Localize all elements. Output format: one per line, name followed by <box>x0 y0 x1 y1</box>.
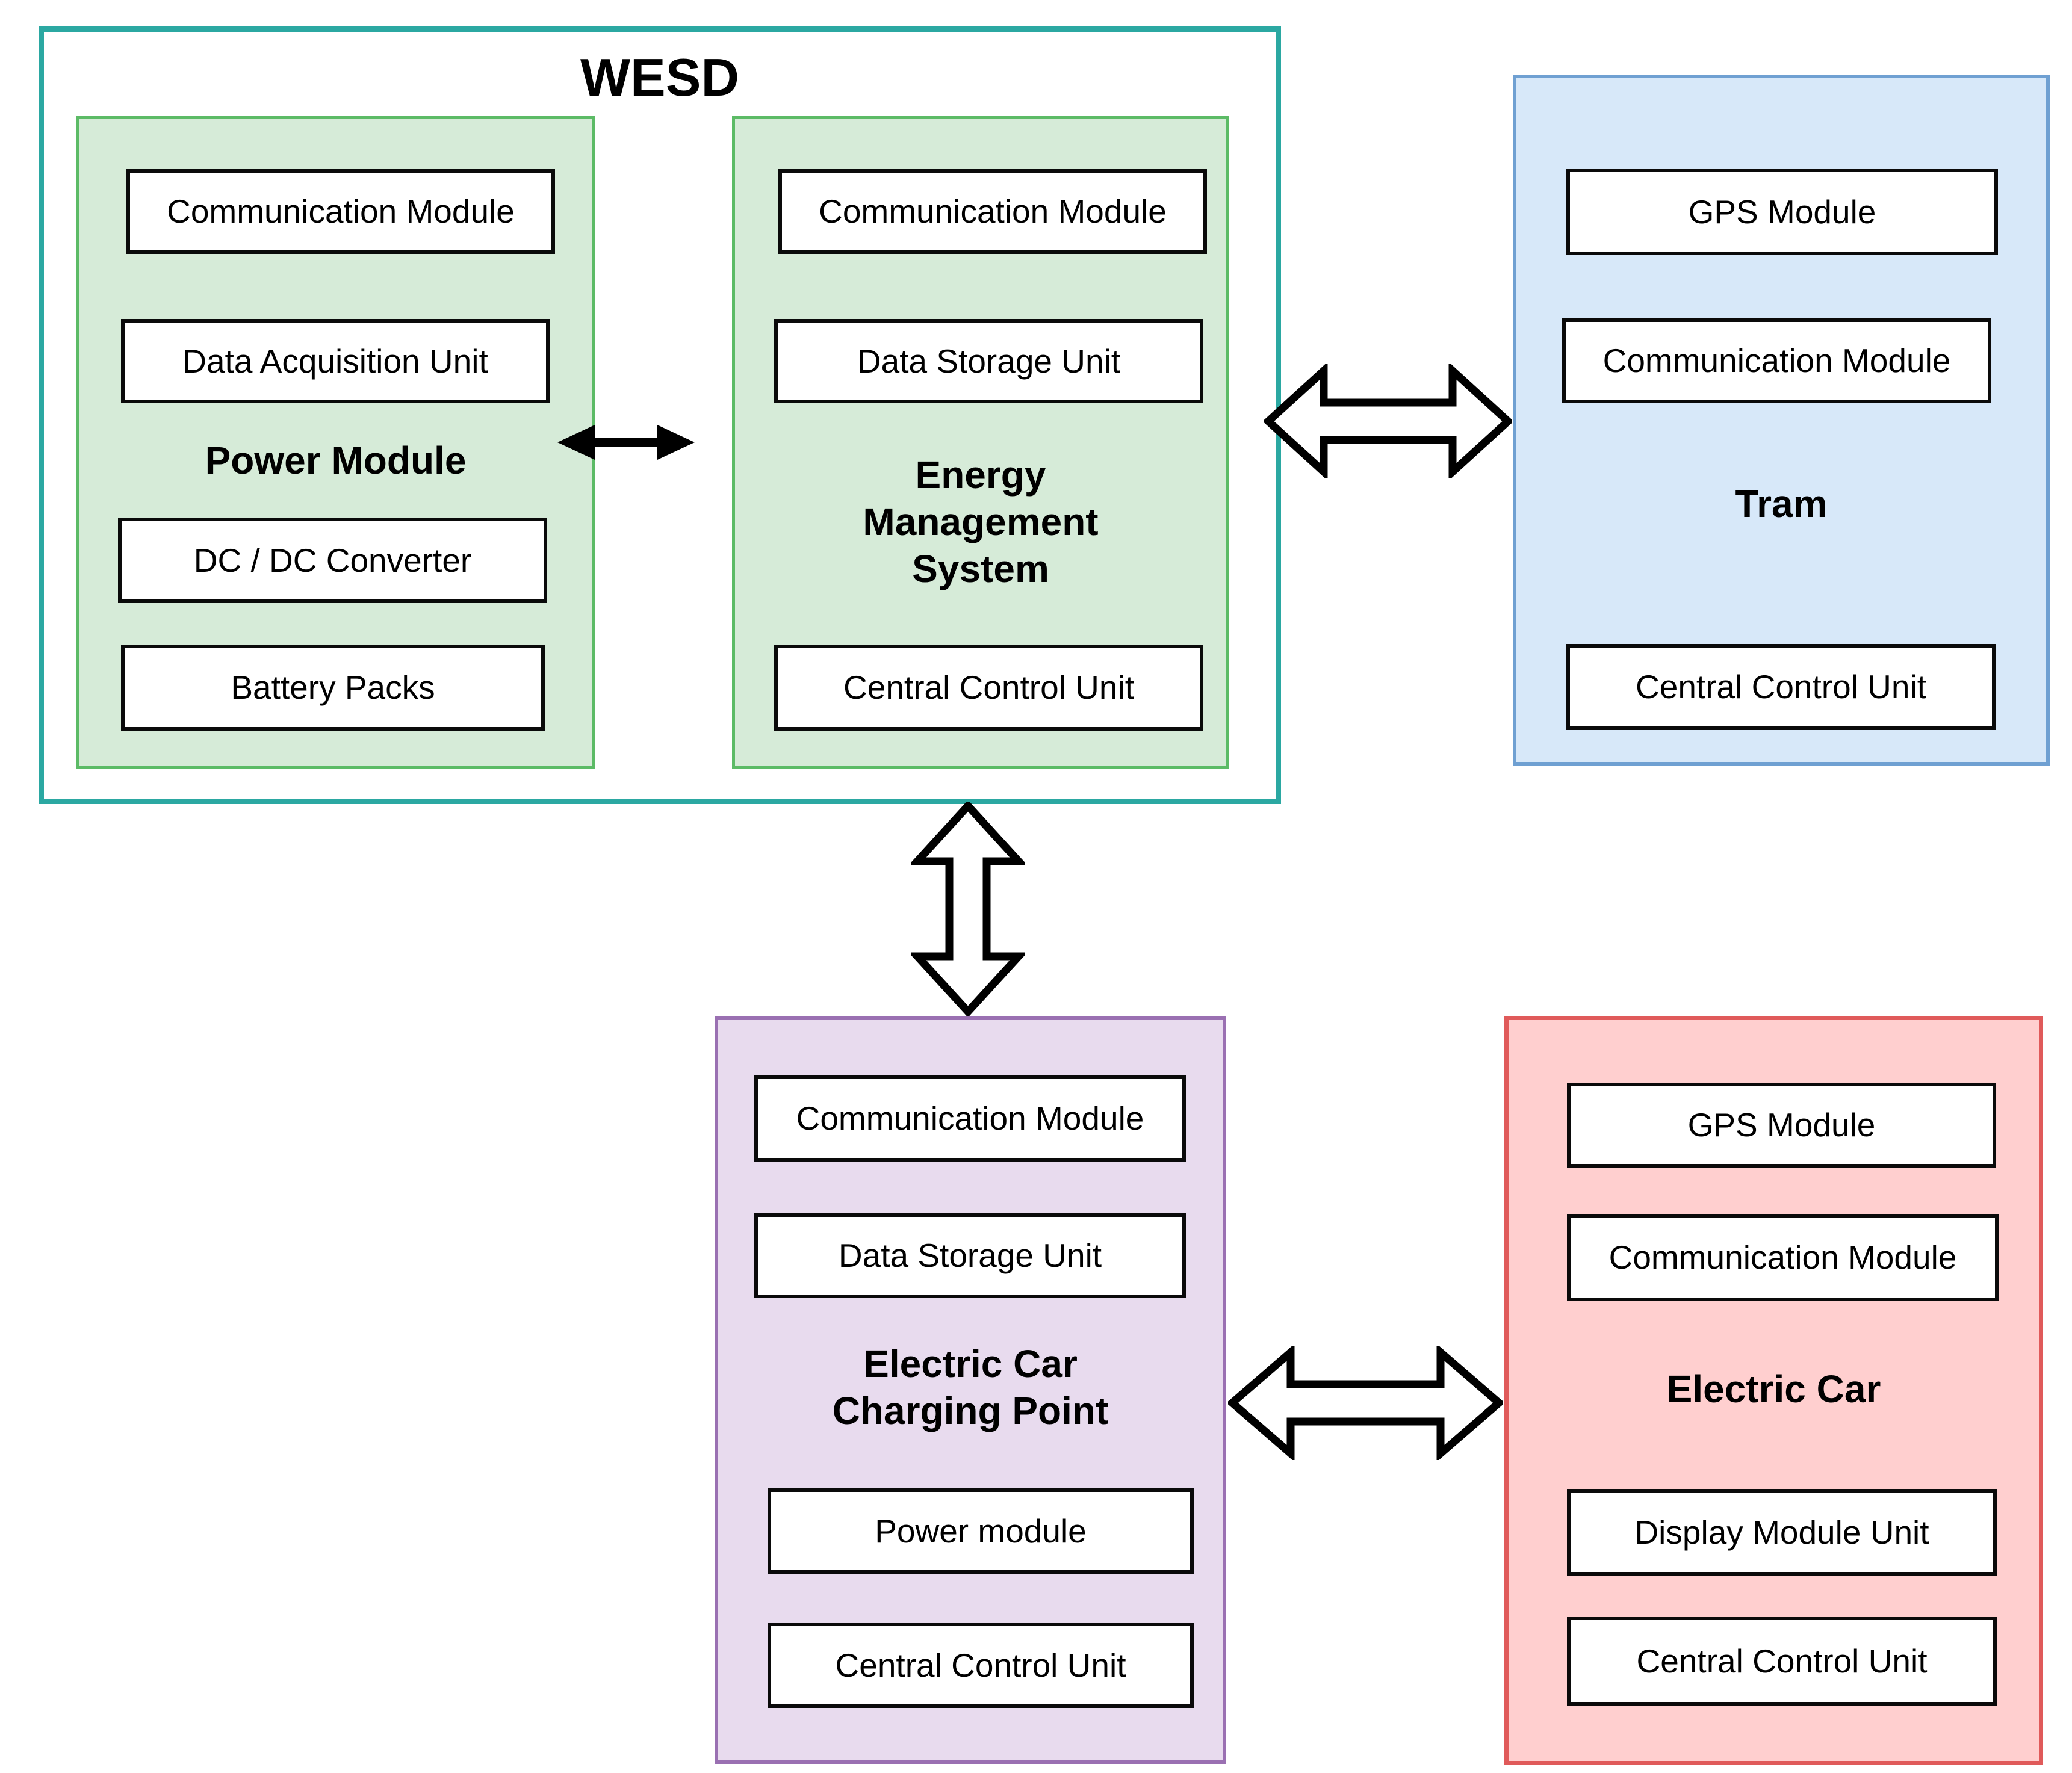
ems-panel: Communication Module Data Storage Unit E… <box>732 116 1229 769</box>
wesd-container: WESD Communication Module Data Acquisiti… <box>39 26 1281 804</box>
module-box-central-control: Central Control Unit <box>774 645 1203 731</box>
module-box-gps: GPS Module <box>1567 1083 1996 1168</box>
module-box-gps: GPS Module <box>1566 169 1998 255</box>
module-box-communication: Communication Module <box>126 169 555 254</box>
module-box-data-storage: Data Storage Unit <box>774 319 1203 403</box>
module-box-communication: Communication Module <box>754 1075 1186 1162</box>
ems-label: Energy Management System <box>863 453 1099 591</box>
module-box-data-acquisition: Data Acquisition Unit <box>121 319 550 403</box>
module-box-battery-packs: Battery Packs <box>121 645 545 731</box>
charging-point-label: Electric Car Charging Point <box>832 1342 1109 1433</box>
module-box-communication: Communication Module <box>778 169 1207 254</box>
module-box-central-control: Central Control Unit <box>1566 644 1996 730</box>
charging-point-panel: Communication Module Data Storage Unit E… <box>715 1016 1226 1764</box>
module-box-communication: Communication Module <box>1567 1214 1999 1301</box>
power-module-label: Power Module <box>205 439 467 482</box>
tram-panel: GPS Module Communication Module Tram Cen… <box>1513 75 2050 766</box>
wesd-title: WESD <box>580 48 739 107</box>
arrow-power-ems <box>557 425 695 460</box>
module-box-dc-dc-converter: DC / DC Converter <box>118 518 547 603</box>
electric-car-panel: GPS Module Communication Module Electric… <box>1504 1016 2043 1765</box>
module-box-central-control: Central Control Unit <box>768 1623 1194 1708</box>
module-box-central-control: Central Control Unit <box>1567 1617 1997 1706</box>
electric-car-label: Electric Car <box>1666 1367 1881 1411</box>
module-box-data-storage: Data Storage Unit <box>754 1213 1186 1298</box>
module-box-power-module: Power module <box>768 1488 1194 1574</box>
arrow-charging-point-electric-car <box>1228 1346 1503 1460</box>
power-module-panel: Communication Module Data Acquisition Un… <box>76 116 595 769</box>
arrow-wesd-tram <box>1264 364 1512 478</box>
module-box-display-module: Display Module Unit <box>1567 1489 1997 1576</box>
arrow-wesd-charging-point <box>911 802 1025 1016</box>
module-box-communication: Communication Module <box>1562 318 1991 403</box>
tram-label: Tram <box>1735 482 1828 525</box>
